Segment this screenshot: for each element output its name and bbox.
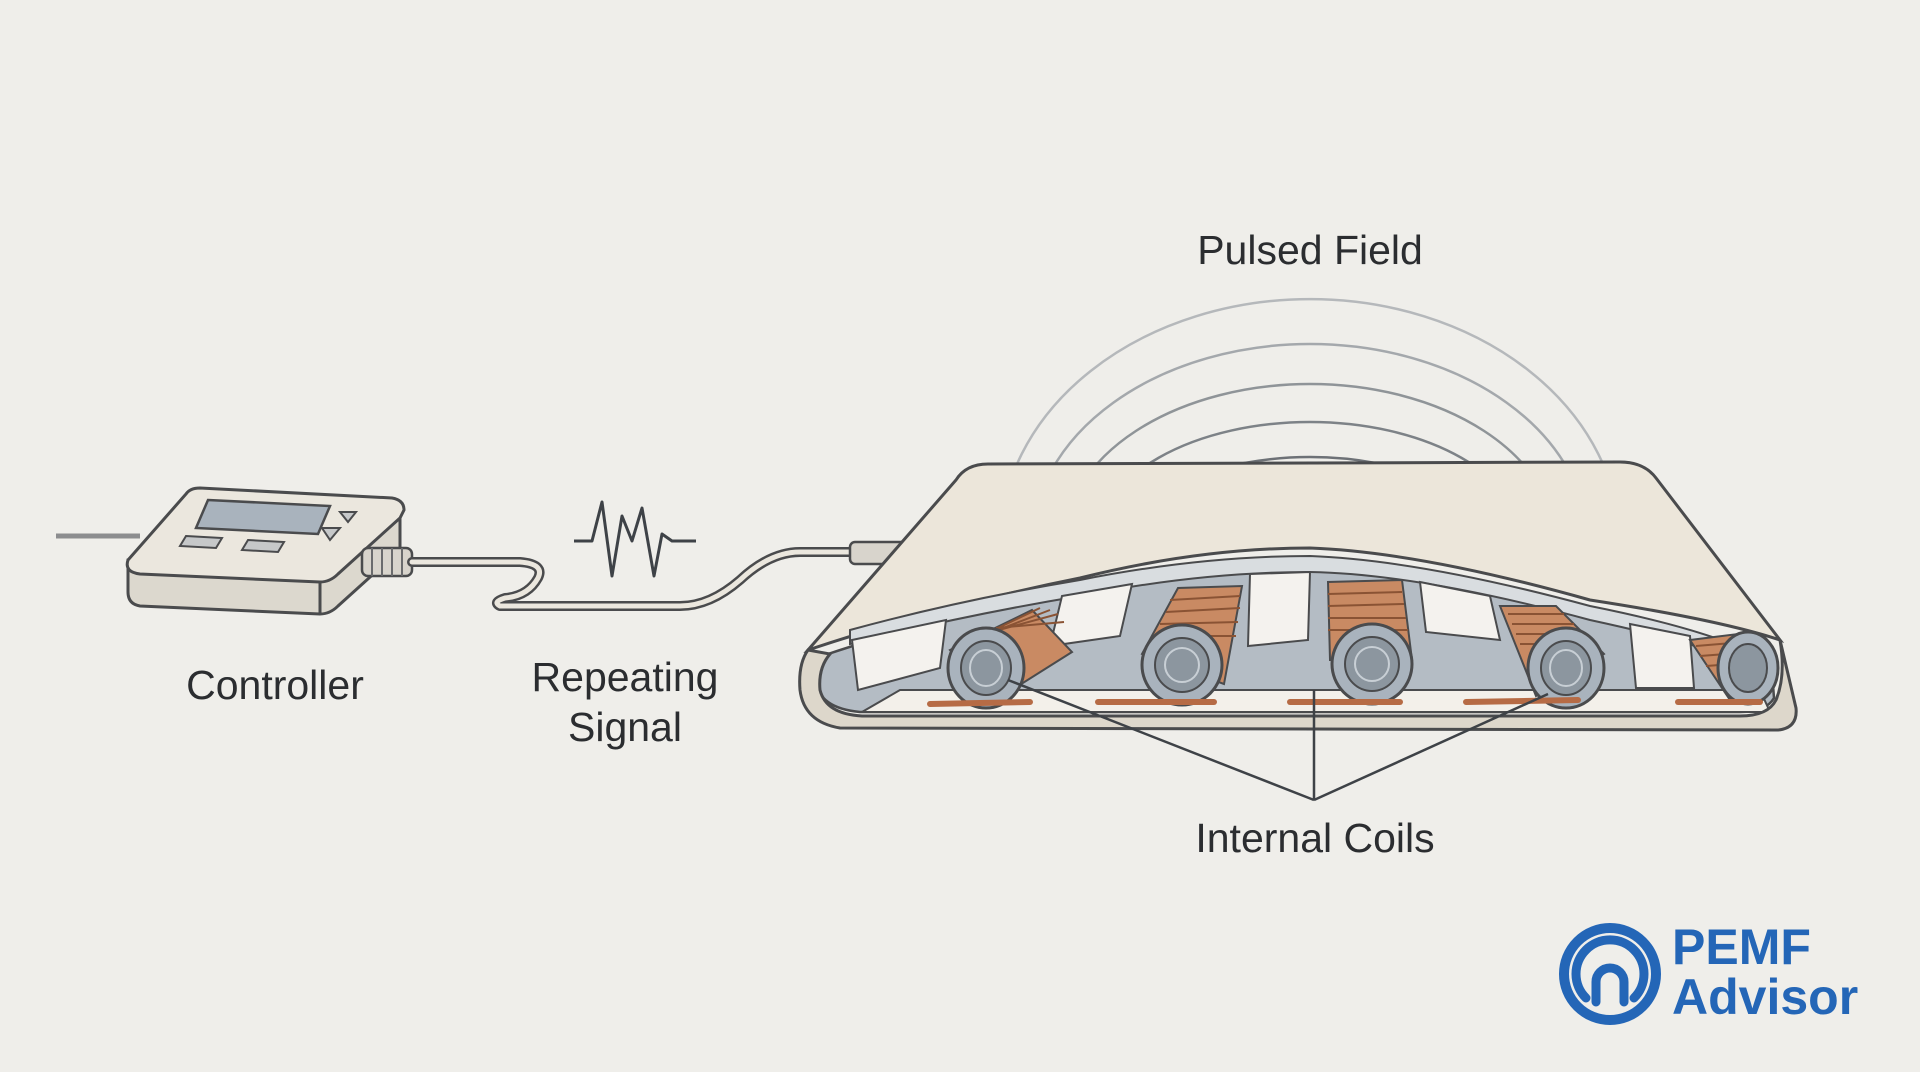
controller-label: Controller [186,662,364,708]
internal-coils [946,578,1780,710]
coil [946,607,1074,710]
coil-spacers [850,570,1696,692]
controller-device [125,486,414,616]
controller-arrow-icon [320,527,343,542]
coil [1140,584,1244,707]
repeating-signal-line1: Repeating [531,654,719,700]
pemf-advisor-logo-icon [1559,923,1661,1025]
logo-line1: PEMF [1672,919,1811,975]
coil [1688,630,1780,706]
waveform-icon [574,500,696,578]
internal-coils-label: Internal Coils [1195,815,1435,861]
coil [1326,578,1414,706]
cable-connector [360,546,414,578]
controller-button [240,538,286,554]
logo-line2: Advisor [1672,969,1859,1025]
pulsed-field-label: Pulsed Field [1197,227,1423,273]
coil [1498,605,1606,710]
controller-button [178,534,224,550]
copper-strips [927,697,1763,707]
controller-screen [194,498,332,536]
controller-arrow-icon [337,511,359,524]
repeating-signal-label: Repeating Signal [490,652,760,752]
pemf-advisor-logo: PEMF Advisor [1672,922,1858,1022]
coils-callout-lines [1007,678,1549,802]
repeating-signal-line2: Signal [568,704,682,750]
